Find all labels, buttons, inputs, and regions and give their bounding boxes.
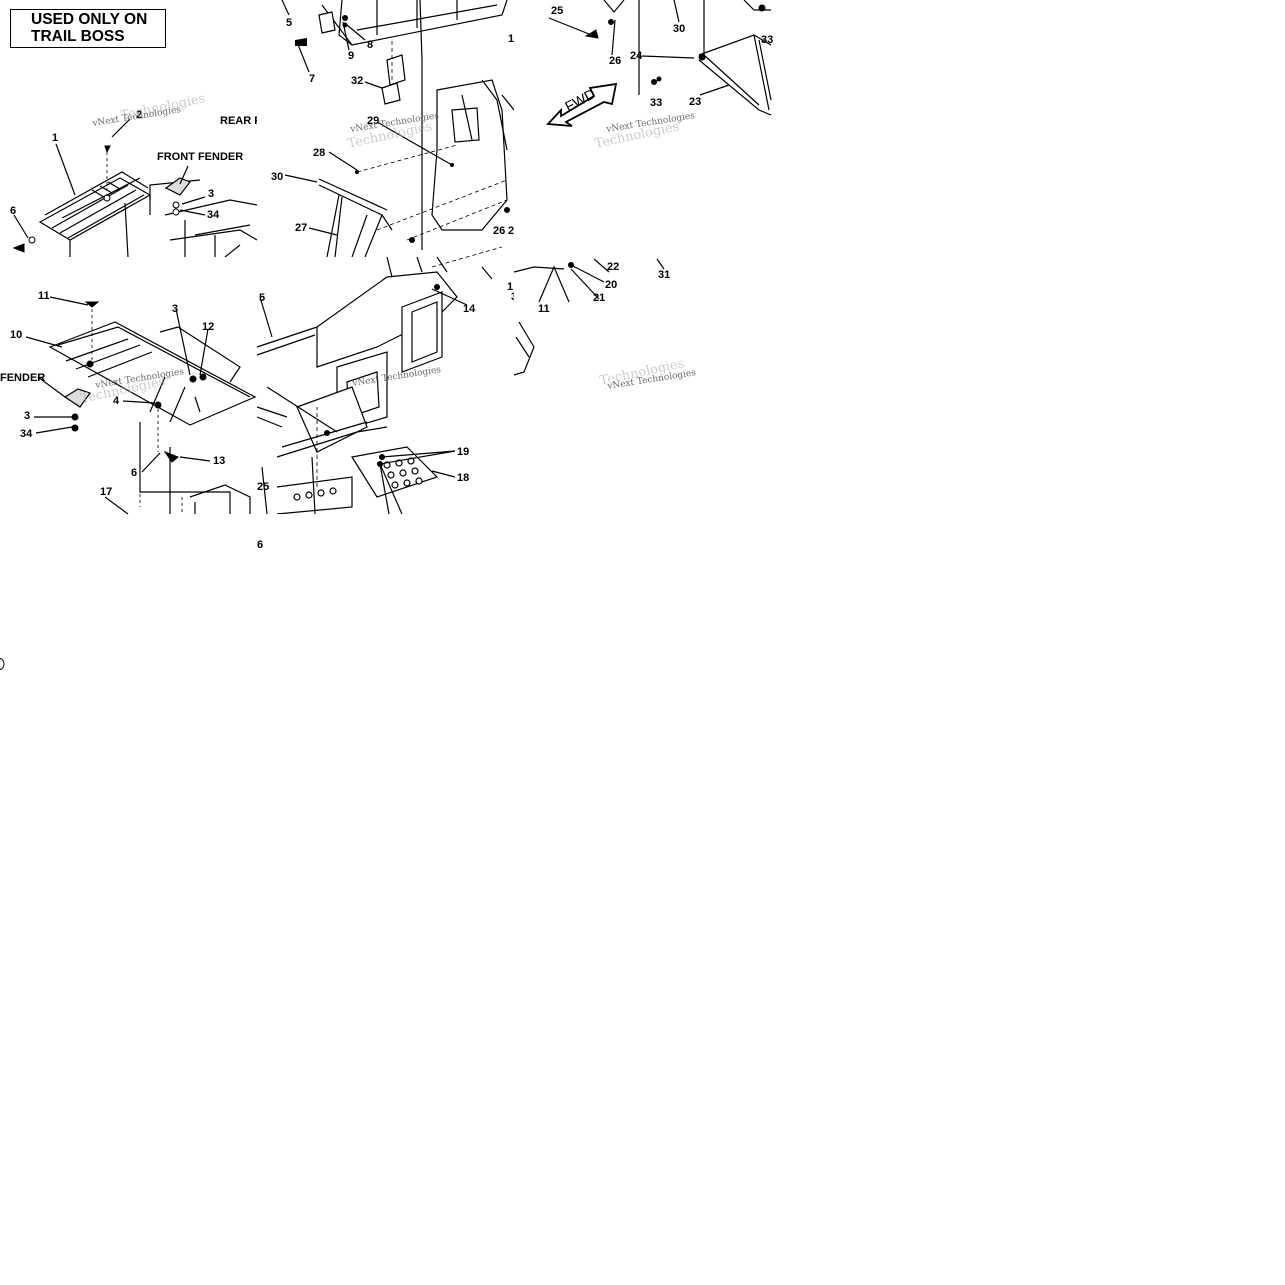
callout-13: 13 [213,455,226,467]
edge-circle-fragment [0,657,5,671]
callout-21: 21 [593,292,606,304]
diagram-tile-frame-right: 25 30 26 24 33 23 33 FWD vNext Technolog… [514,0,774,257]
front-rack-drawing [12,118,258,258]
callout-14: 14 [463,303,476,315]
callout-8: 8 [367,39,374,51]
callout-33: 33 [650,97,663,109]
callout-1-partial: 1 [508,33,515,45]
callout-17: 17 [100,486,113,498]
callout-7: 7 [309,73,316,85]
callout-25: 25 [257,481,270,493]
callout-32: 32 [351,75,364,87]
callout-23: 23 [689,96,702,108]
callout-11: 11 [538,303,550,315]
front-fender-label: FRONT FENDER [157,151,244,163]
forward-arrow-icon [546,82,618,127]
callout-12: 12 [202,321,215,333]
callout-28: 28 [313,147,326,159]
diagram-tile-edge-fragment [0,514,257,674]
rear-fender-label: FENDER [0,372,46,384]
rear-rack-drawing [25,296,257,515]
callout-2-partial: 2 [508,225,515,237]
callout-34: 34 [207,209,220,221]
callout-25: 25 [551,5,564,17]
main-frame-drawing [256,246,503,515]
callout-30: 30 [271,171,284,183]
callout-29: 29 [367,115,380,127]
callout-31: 31 [658,269,671,281]
callout-22: 22 [607,261,620,273]
callout-3: 3 [172,303,179,315]
callout-1-partial: 1 [507,281,514,293]
callout-4: 4 [113,395,120,407]
callout-24: 24 [630,50,643,62]
callout-26: 26 [609,55,622,67]
callout-3-lower: 3 [24,410,31,422]
callout-18: 18 [457,472,470,484]
note-line-2: TRAIL BOSS [31,28,125,45]
callout-26: 26 [493,225,506,237]
diagram-tile-steering: 22 20 21 11 31 vNext Technologies Techno… [513,257,771,514]
callout-20: 20 [605,279,618,291]
callout-30: 30 [673,23,686,35]
callout-9: 9 [348,50,355,62]
callout-6: 6 [10,205,17,217]
callout-1: 1 [52,132,59,144]
callout-2: 2 [136,109,143,121]
callout-11: 11 [38,290,50,302]
callout-5: 5 [259,292,266,304]
diagram-tile-fragment: 6 [257,514,514,554]
diagram-tile-rear-rack: 11 3 12 10 FENDER 4 3 34 6 13 17 vNext T… [0,257,257,515]
callout-6: 6 [131,467,138,479]
callout-33-partial: 33 [761,34,774,46]
diagram-tile-frame-upper: 5 8 9 7 32 29 28 30 27 1 26 2 vNext Tech… [257,0,515,258]
callout-19: 19 [457,446,470,458]
frame-upper-drawing [281,0,515,258]
applicability-note-box: USED ONLY ON TRAIL BOSS [10,9,167,48]
diagram-tile-main-frame: 5 14 19 18 25 1 3 vNext Technologies [256,246,517,515]
callout-3: 3 [208,188,215,200]
callout-34: 34 [20,428,33,440]
steering-drawing [513,258,665,376]
callout-5: 5 [286,17,293,29]
note-line-1: USED ONLY ON [31,11,148,28]
callout-6: 6 [257,539,264,551]
callout-10: 10 [10,329,23,341]
rear-fender-label: REAR F [220,115,261,127]
diagram-tile-front-rack: USED ONLY ON TRAIL BOSS 1 2 FRONT FENDER… [0,0,261,258]
frame-right-drawing [548,0,772,116]
callout-27: 27 [295,222,308,234]
